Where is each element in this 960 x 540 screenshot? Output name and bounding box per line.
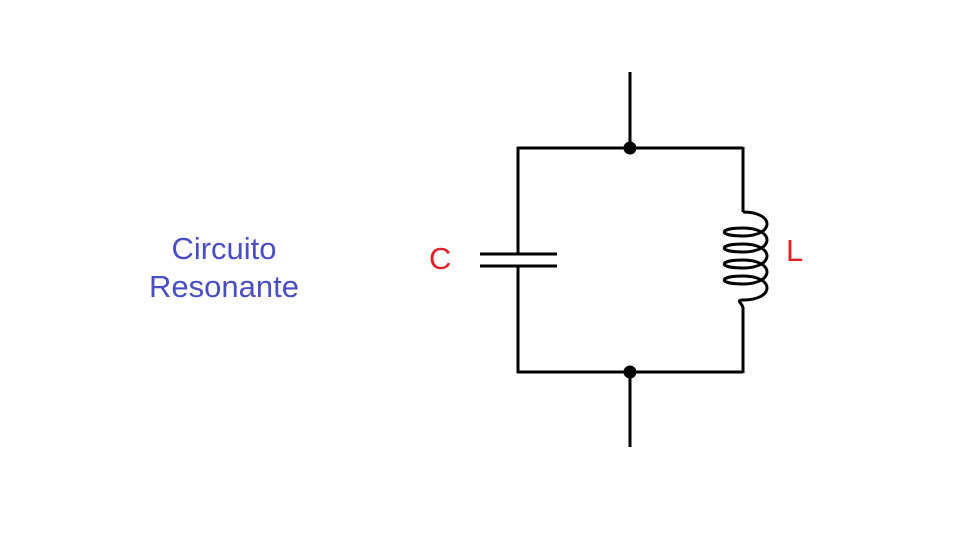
inductor-label: L <box>786 233 804 268</box>
capacitor-label: C <box>429 241 452 276</box>
bottom-junction-dot <box>623 365 637 379</box>
diagram-title-line1: Circuito <box>171 231 277 266</box>
diagram-title: Circuito Resonante <box>124 230 324 306</box>
inductor-coil <box>722 210 769 309</box>
top-junction-dot <box>623 141 637 155</box>
diagram-title-line2: Resonante <box>149 269 299 304</box>
